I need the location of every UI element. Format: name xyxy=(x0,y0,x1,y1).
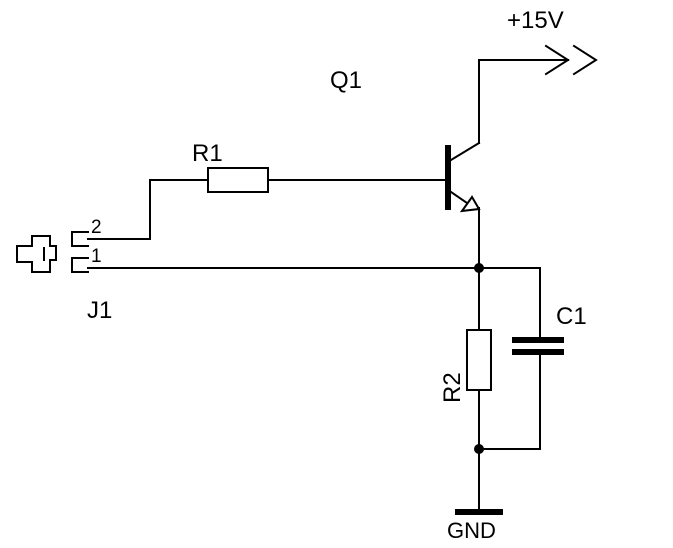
junction-dot-top xyxy=(474,263,484,273)
resistor-r2-label: R2 xyxy=(439,372,466,403)
supply-net-label: +15V xyxy=(507,7,564,34)
connector-j1-label: J1 xyxy=(87,297,112,324)
connector-pin-2-label: 2 xyxy=(91,217,102,238)
connector-j1 xyxy=(16,231,89,273)
wires xyxy=(87,59,569,511)
resistor-r1 xyxy=(207,167,269,193)
capacitor-c1 xyxy=(512,337,564,355)
emitter-arrow-icon xyxy=(459,195,481,213)
capacitor-c1-label: C1 xyxy=(556,303,587,330)
resistor-r2 xyxy=(466,329,492,391)
resistor-r1-label: R1 xyxy=(192,140,223,167)
supply-arrow-icon xyxy=(544,44,598,76)
junction-dot-bottom xyxy=(474,444,484,454)
transistor-q1 xyxy=(445,141,481,213)
transistor-q1-label: Q1 xyxy=(330,67,362,94)
ground-net-label: GND xyxy=(447,518,496,543)
connector-pin-1-label: 1 xyxy=(91,246,102,267)
